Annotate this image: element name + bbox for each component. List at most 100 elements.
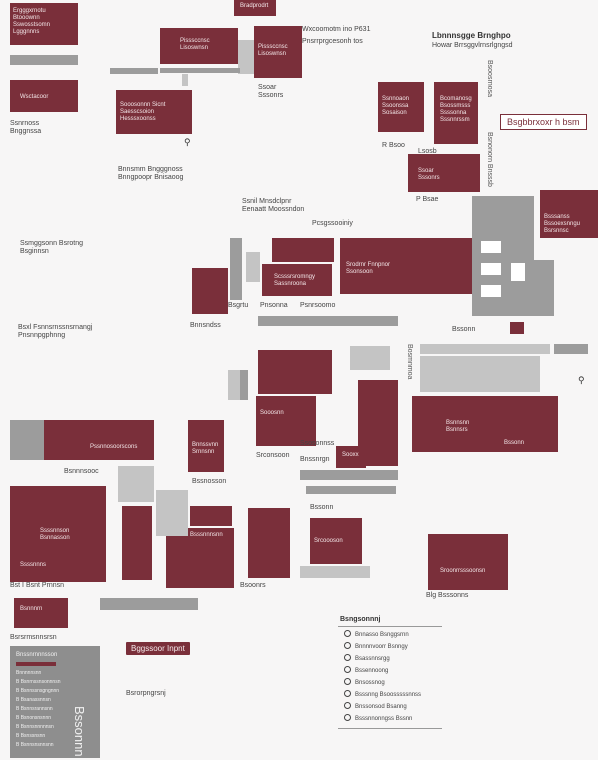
legend-bullet-icon xyxy=(344,630,351,637)
legend-bullet-icon xyxy=(344,690,351,697)
label-vertical-mid: Bosmnmoa xyxy=(406,344,413,380)
building-center-bottom2[interactable] xyxy=(166,528,234,588)
building-central-a[interactable] xyxy=(272,238,334,262)
building-top-left[interactable] xyxy=(10,3,78,45)
label-left-large-below: Bsnnnsooc xyxy=(64,468,99,475)
directory-row-2[interactable]: B Bsnnssnsgngnnn xyxy=(16,688,60,694)
label-central-d: Pnsonna xyxy=(260,302,288,309)
building-central-big[interactable] xyxy=(340,238,474,294)
label-right-bottom: Blg Bsssonns xyxy=(426,592,469,599)
building-right-c[interactable] xyxy=(408,154,480,192)
building-center-bottom[interactable] xyxy=(190,506,232,526)
road-bottom-left xyxy=(100,598,198,610)
directory-row-6[interactable]: B Bsnnsnnnnnsn xyxy=(16,724,54,730)
building-left-mid[interactable] xyxy=(10,80,78,112)
building-central-b[interactable] xyxy=(262,264,332,296)
building-central-c[interactable] xyxy=(192,268,228,314)
building-right-grid-marker[interactable] xyxy=(510,322,524,334)
legend-item-3[interactable]: Bssennoong xyxy=(344,666,388,674)
legend-item-5[interactable]: Bsssnng Bsoosssssnnss xyxy=(344,690,421,698)
building-right-grid-inner4 xyxy=(480,284,502,298)
building-bottom-left[interactable] xyxy=(14,598,68,628)
label-center-bottom4: Bssonn xyxy=(310,504,334,511)
building-central-lower-a[interactable] xyxy=(258,350,332,394)
label-center-bottom3: Bsoonrs xyxy=(240,582,266,589)
directory-bar xyxy=(16,662,56,666)
directory-row-8[interactable]: B Bsnnsnsnnsnn xyxy=(16,742,54,748)
building-right-b[interactable] xyxy=(434,82,478,144)
legend-item-0[interactable]: Bnnasso Bsnggsrnn xyxy=(344,630,409,638)
building-right-grid-inner2 xyxy=(480,262,502,276)
building-left-large-road xyxy=(10,420,48,460)
directory-row-4[interactable]: B Bsnnsrannsnn xyxy=(16,706,53,712)
road-central-lower-v xyxy=(240,370,248,400)
building-left-bottom[interactable] xyxy=(10,486,106,582)
road-top-left xyxy=(10,55,78,65)
label-central-lower3: Srconsoon xyxy=(256,452,290,459)
label-central-e: Psnrsoomo xyxy=(300,302,336,309)
road-central-lower-v2 xyxy=(228,370,240,400)
building-left-mid-label: Wsctacoor xyxy=(20,94,49,100)
legend-item-2[interactable]: Bsassnnsrgg xyxy=(344,654,390,662)
label-central-lower2: Bnssnrgn xyxy=(300,456,330,463)
building-center-bottom3[interactable] xyxy=(248,508,290,578)
label-left-small-below: Bssnosson xyxy=(192,478,227,485)
building-left-bottom2[interactable] xyxy=(122,506,152,580)
directory-row-3[interactable]: B Bsanassnnsn xyxy=(16,697,51,703)
callout-bottom[interactable]: Bggssoor Inpnt xyxy=(126,642,190,655)
building-left-small[interactable] xyxy=(188,420,224,472)
pin-icon-right[interactable]: ⚲ xyxy=(578,375,585,385)
label-right-grid: Bssonn xyxy=(452,326,476,333)
directory-row-1[interactable]: B Bsnrnssnsonnnsn xyxy=(16,679,61,685)
building-central-lower-b[interactable] xyxy=(256,396,316,446)
building-center-upper[interactable] xyxy=(116,90,192,134)
building-left-bottom-label2: Ssssnnns xyxy=(20,562,47,568)
building-center-bottom2-label: Bsssnnnsnn xyxy=(190,532,223,538)
building-right-mid[interactable] xyxy=(412,396,558,452)
legend-item-1[interactable]: Bnnnnvoorr Bsnngy xyxy=(344,642,408,650)
building-center-bottom4[interactable] xyxy=(310,518,362,564)
legend-bullet-icon xyxy=(344,678,351,685)
building-right-bottom[interactable] xyxy=(428,534,508,590)
directory-row-0[interactable]: Bnnnnnsnn xyxy=(16,670,42,676)
legend-title: Bsngsonnnj xyxy=(340,616,381,623)
building-right-grid-inner3 xyxy=(510,262,526,282)
building-central-lower-d[interactable] xyxy=(336,446,366,468)
building-right-far[interactable] xyxy=(540,190,598,238)
label-right-r2: Lsosb xyxy=(418,148,437,155)
road-center-bottom-h2 xyxy=(306,486,396,494)
building-top-center-small[interactable] xyxy=(234,0,276,16)
building-center-top-a[interactable] xyxy=(160,28,238,64)
building-right-grid[interactable] xyxy=(472,196,534,316)
pin-icon[interactable]: ⚲ xyxy=(184,137,191,147)
building-right-a[interactable] xyxy=(378,82,424,132)
building-left-large[interactable] xyxy=(44,420,154,460)
callout-right[interactable]: Bsgbbrxoxr h bsm xyxy=(500,114,587,130)
road-left-bottom xyxy=(118,466,154,502)
legend-item-6[interactable]: Bnssonsod Bsanng xyxy=(344,702,407,710)
building-right-mid-grid xyxy=(420,356,540,392)
map-header-title: Lbnnnsgge Brnghpo xyxy=(432,31,511,40)
road-mid-h xyxy=(258,316,398,326)
road-top-center xyxy=(238,40,254,74)
label-vertical-right2: Bsnonorn Bnsssb xyxy=(486,132,493,187)
label-right-r3: P Bsae xyxy=(416,196,439,203)
directory-row-5[interactable]: B Bsnonsnsnnn xyxy=(16,715,52,721)
directory-row-7[interactable]: B Bsnssnsnn xyxy=(16,733,46,739)
legend-item-4[interactable]: Bnsossnog xyxy=(344,678,385,686)
building-center-top-b[interactable] xyxy=(254,26,302,78)
building-left-large-label: Pssnnosoorscons xyxy=(90,444,138,450)
road-center-bottom xyxy=(156,490,188,536)
legend-item-7[interactable]: Bsssnnonngss Bssnn xyxy=(344,714,412,722)
directory-panel[interactable]: Bnssnrnnnsson Bnnnnnsnn B Bsnrnssnsonnns… xyxy=(10,646,100,758)
